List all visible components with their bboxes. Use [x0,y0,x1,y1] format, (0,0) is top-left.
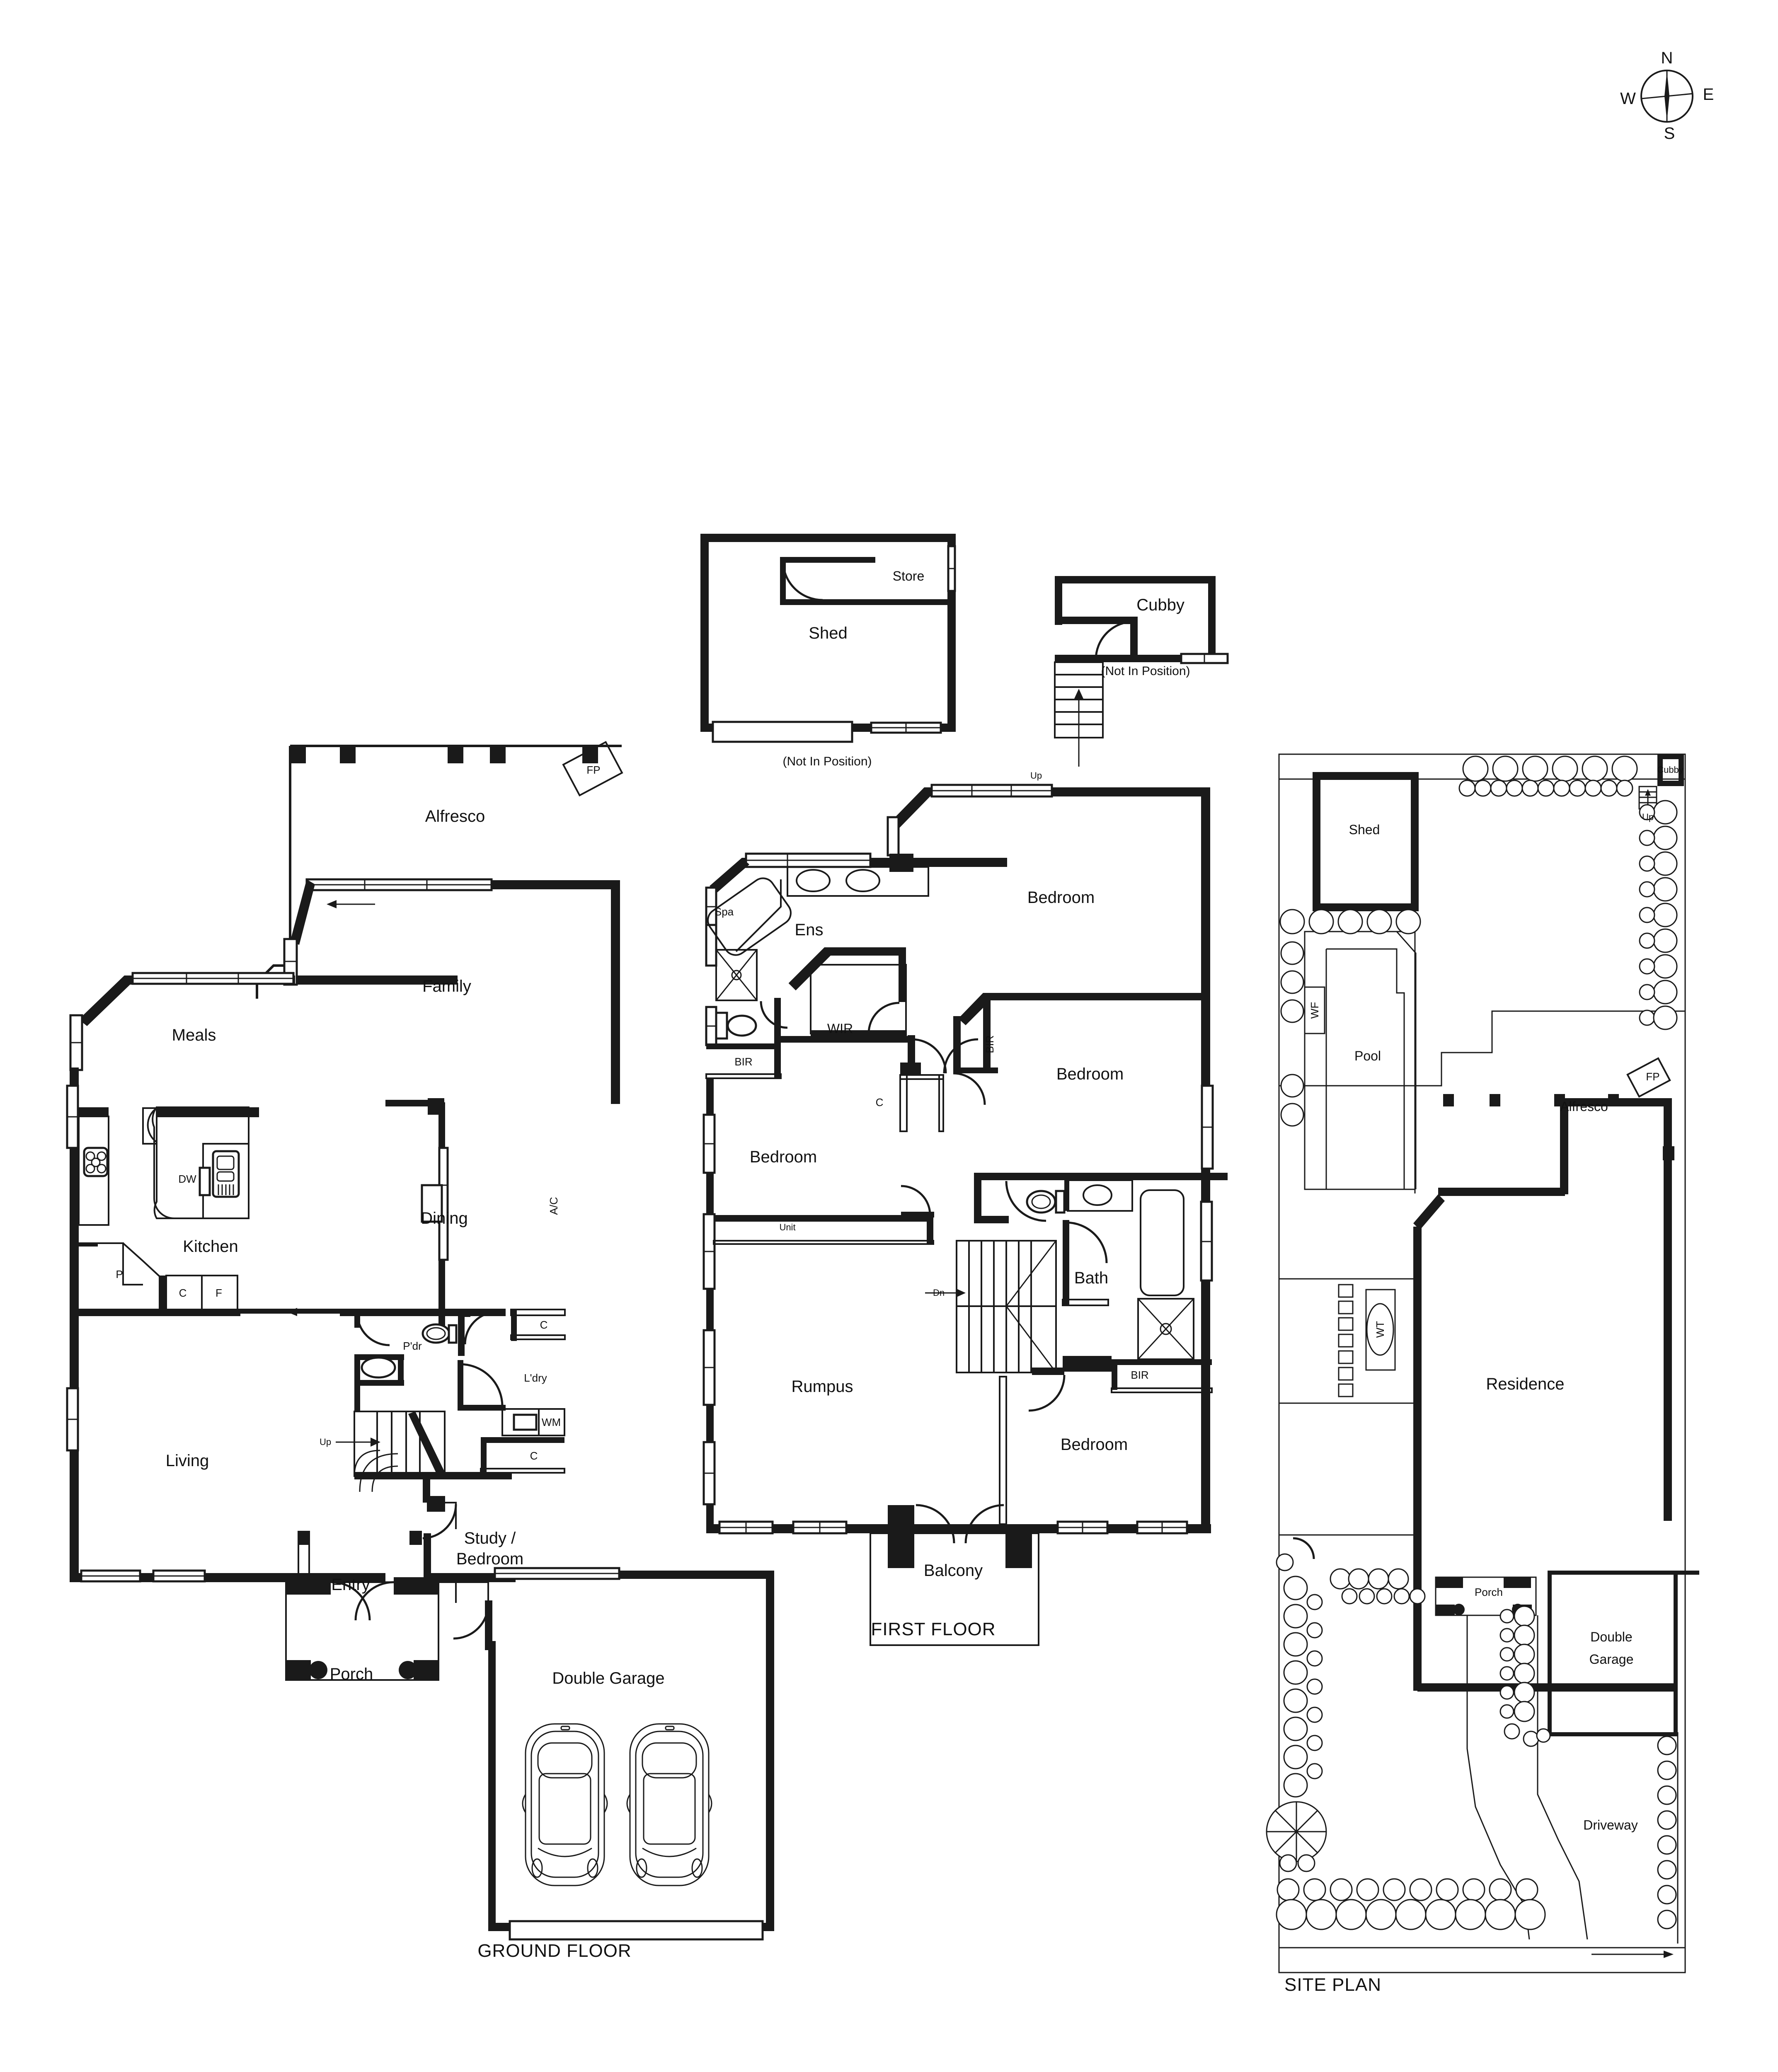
gf-meals-label: Meals [172,1026,216,1044]
spa-label: Spa [714,905,734,918]
dishwasher-icon: DW [178,1173,196,1185]
water-feature-icon: WF [1308,1002,1321,1019]
ff-balcony-label: Balcony [923,1561,983,1580]
cubby-outbuilding-graphic [1054,576,1229,767]
shed-label: Shed [809,624,848,642]
compass-rose-graphic [1640,70,1693,123]
ff-bedroom-mid-label: Bedroom [1056,1065,1124,1083]
site-shed-label: Shed [1349,822,1380,837]
air-conditioner-icon: A/C [547,1197,560,1215]
ff-ensuite-label: Ens [795,921,824,939]
shed-note: (Not In Position) [782,755,872,768]
gf-double-garage-label: Double Garage [552,1669,665,1687]
shed-outbuilding-graphic [700,534,956,743]
gf-powder-room-label: P'dr [403,1340,422,1352]
first-floor-title: FIRST FLOOR [871,1619,996,1639]
ff-bedroom-bottom-label: Bedroom [1060,1435,1128,1454]
site-residence-label: Residence [1486,1375,1565,1393]
gf-porch-label: Porch [329,1665,373,1683]
gf-family-label: Family [422,977,471,995]
ff-unit-label: Unit [779,1222,796,1232]
ff-bir-bath-icon: BIR [1131,1369,1149,1381]
gf-alfresco-label: Alfresco [425,807,485,825]
ff-bedroom-left-label: Bedroom [749,1148,817,1166]
gf-stair-up-label: Up [319,1437,332,1447]
site-cubby-label: Cubby [1657,765,1684,775]
ground-floor-graphic [66,741,774,1941]
kitchen-cupboard-icon: C [179,1287,187,1299]
ldry-cupboard-bottom-icon: C [530,1450,538,1462]
compass-north-label: N [1661,49,1673,67]
cubby-note: (Not In Position) [1101,664,1190,678]
site-fireplace-icon: FP [1646,1070,1660,1083]
site-garage-label-2: Garage [1589,1652,1634,1667]
site-pool-label: Pool [1354,1048,1381,1063]
site-stair-up-label: Up [1642,812,1654,822]
compass-west-label: W [1620,90,1636,108]
gf-living-label: Living [165,1452,209,1470]
gf-kitchen-label: Kitchen [183,1237,238,1256]
site-driveway-label: Driveway [1583,1818,1638,1832]
ff-cupboard-left-icon: C [875,1096,884,1109]
ff-wir-label: WIR [827,1021,853,1036]
ldry-cupboard-top-icon: C [540,1319,548,1331]
site-plan-title: SITE PLAN [1284,1975,1381,1995]
shed-store-label: Store [892,569,925,583]
ff-stair-dn-label: Dn [933,1288,945,1298]
gf-study-bedroom-label: Bedroom [456,1550,524,1568]
ff-bath-label: Bath [1074,1269,1109,1287]
site-alfresco-label: Alfresco [1560,1099,1608,1114]
fridge-icon: F [216,1287,222,1299]
compass-south-label: S [1664,124,1675,143]
site-porch-label: Porch [1475,1586,1503,1598]
ff-master-bedroom-label: Bedroom [1027,888,1095,907]
gf-fireplace-icon: FP [586,764,601,776]
ff-rumpus-label: Rumpus [791,1377,853,1396]
site-garage-label-1: Double [1590,1629,1633,1644]
gf-study-label: Study / [464,1529,516,1547]
first-floor-graphic [702,784,1228,1646]
water-tank-icon: WT [1374,1321,1386,1338]
compass-east-label: E [1703,85,1714,104]
washing-machine-icon: WM [541,1416,561,1428]
cubby-label: Cubby [1136,596,1185,614]
ff-bir-mid-icon: BIR [983,1035,996,1053]
gf-dining-label: Dining [421,1209,468,1227]
gf-entry-label: Entry [331,1576,370,1594]
ff-bir-left-icon: BIR [734,1055,753,1068]
pantry-icon: P [116,1268,123,1280]
vegetation [1266,755,1678,1930]
ground-floor-title: GROUND FLOOR [477,1941,632,1961]
site-plan-graphic [1266,753,1699,1973]
gf-laundry-label: L'dry [524,1372,547,1384]
cubby-stair-up-label: Up [1030,770,1042,781]
